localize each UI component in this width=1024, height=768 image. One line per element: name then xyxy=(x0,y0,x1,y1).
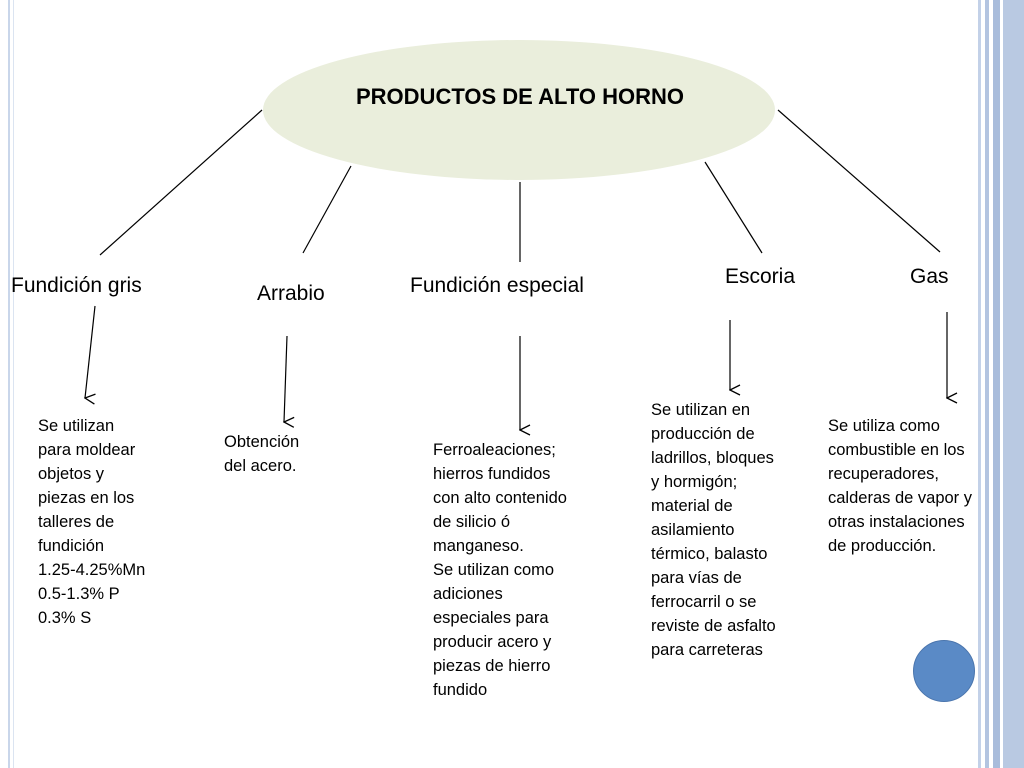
description-arrabio: Obtención del acero. xyxy=(224,433,300,475)
decorative-circle xyxy=(913,640,975,702)
connector-escoria xyxy=(704,161,763,254)
description-fundicion-gris: Se utilizan para moldear objetos y pieza… xyxy=(38,417,146,627)
description-escoria: Se utilizan en producción de ladrillos, … xyxy=(651,401,776,659)
category-arrabio: Arrabio xyxy=(257,282,325,305)
connector-fundicion-gris xyxy=(99,109,263,256)
description-gas: Se utiliza como combustible en los recup… xyxy=(828,417,972,555)
category-gas: Gas xyxy=(910,265,949,288)
diagram-title: PRODUCTOS DE ALTO HORNO xyxy=(356,84,684,109)
category-escoria: Escoria xyxy=(725,265,796,288)
arrow-arrabio xyxy=(284,335,287,422)
right-frame-stripe xyxy=(985,0,989,768)
connector-gas xyxy=(777,109,941,253)
central-node-ellipse xyxy=(263,40,775,180)
category-fundicion-gris: Fundición gris xyxy=(11,274,142,297)
left-frame-line-inner xyxy=(13,0,14,768)
description-fundicion-especial: Ferroaleaciones; hierros fundidos con al… xyxy=(433,441,567,699)
arrow-fundicion-gris xyxy=(85,305,95,398)
right-frame-stripe xyxy=(1003,0,1024,768)
right-frame-stripe xyxy=(978,0,981,768)
connector-arrabio xyxy=(302,165,352,254)
right-frame-stripe xyxy=(993,0,1000,768)
category-fundicion-especial: Fundición especial xyxy=(410,274,584,297)
left-frame-line xyxy=(8,0,10,768)
